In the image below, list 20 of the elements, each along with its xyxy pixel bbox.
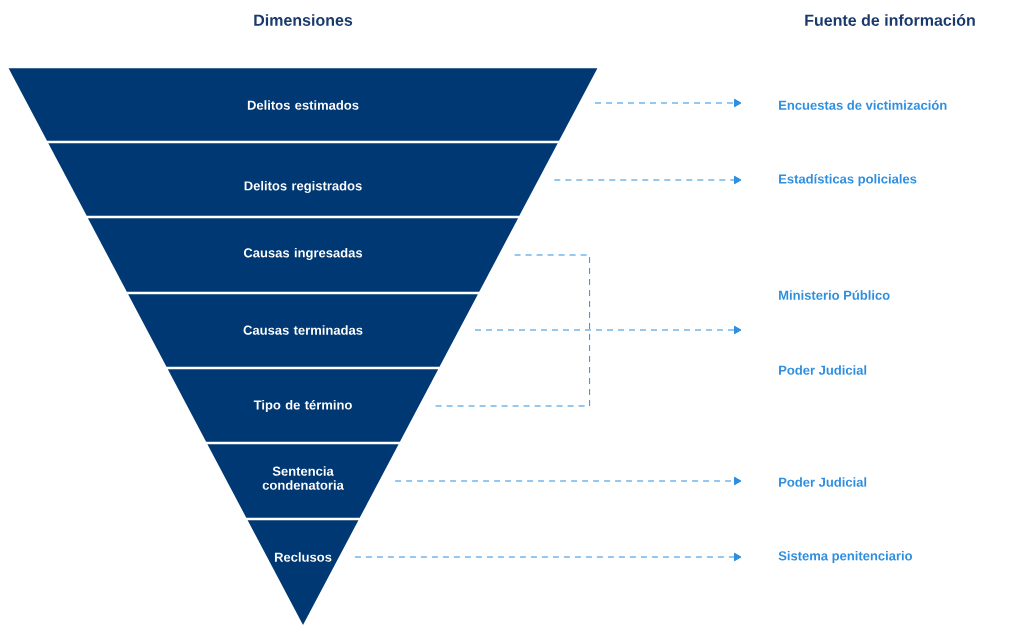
funnel-band: Tipo de término bbox=[167, 369, 439, 442]
source-label: Sistema penitenciario bbox=[778, 550, 913, 564]
source-label: Poder Judicial bbox=[779, 365, 867, 375]
funnel-band: Delitos estimados bbox=[8, 68, 598, 141]
funnel-band: Reclusos bbox=[247, 520, 359, 625]
dashed-arrow bbox=[594, 98, 742, 108]
dashed-arrow bbox=[553, 175, 742, 185]
source-label: Encuestas de victimización bbox=[779, 100, 947, 110]
funnel-band: Sentencia condenatoria bbox=[207, 444, 399, 518]
funnel-band: Causas terminadas bbox=[128, 294, 478, 367]
bracket-arrow bbox=[434, 254, 742, 407]
dashed-arrow bbox=[394, 476, 742, 486]
source-label: Poder Judicial bbox=[779, 477, 867, 487]
column-heading: Dimensiones bbox=[254, 14, 353, 26]
dashed-arrow bbox=[354, 552, 742, 562]
funnel-band: Delitos registrados bbox=[48, 143, 558, 216]
funnel-band: Causas ingresadas bbox=[87, 218, 519, 292]
source-label: Estadísticas policiales bbox=[779, 173, 917, 187]
column-heading: Fuente de información bbox=[805, 14, 975, 26]
source-label: Ministerio Público bbox=[779, 290, 890, 300]
